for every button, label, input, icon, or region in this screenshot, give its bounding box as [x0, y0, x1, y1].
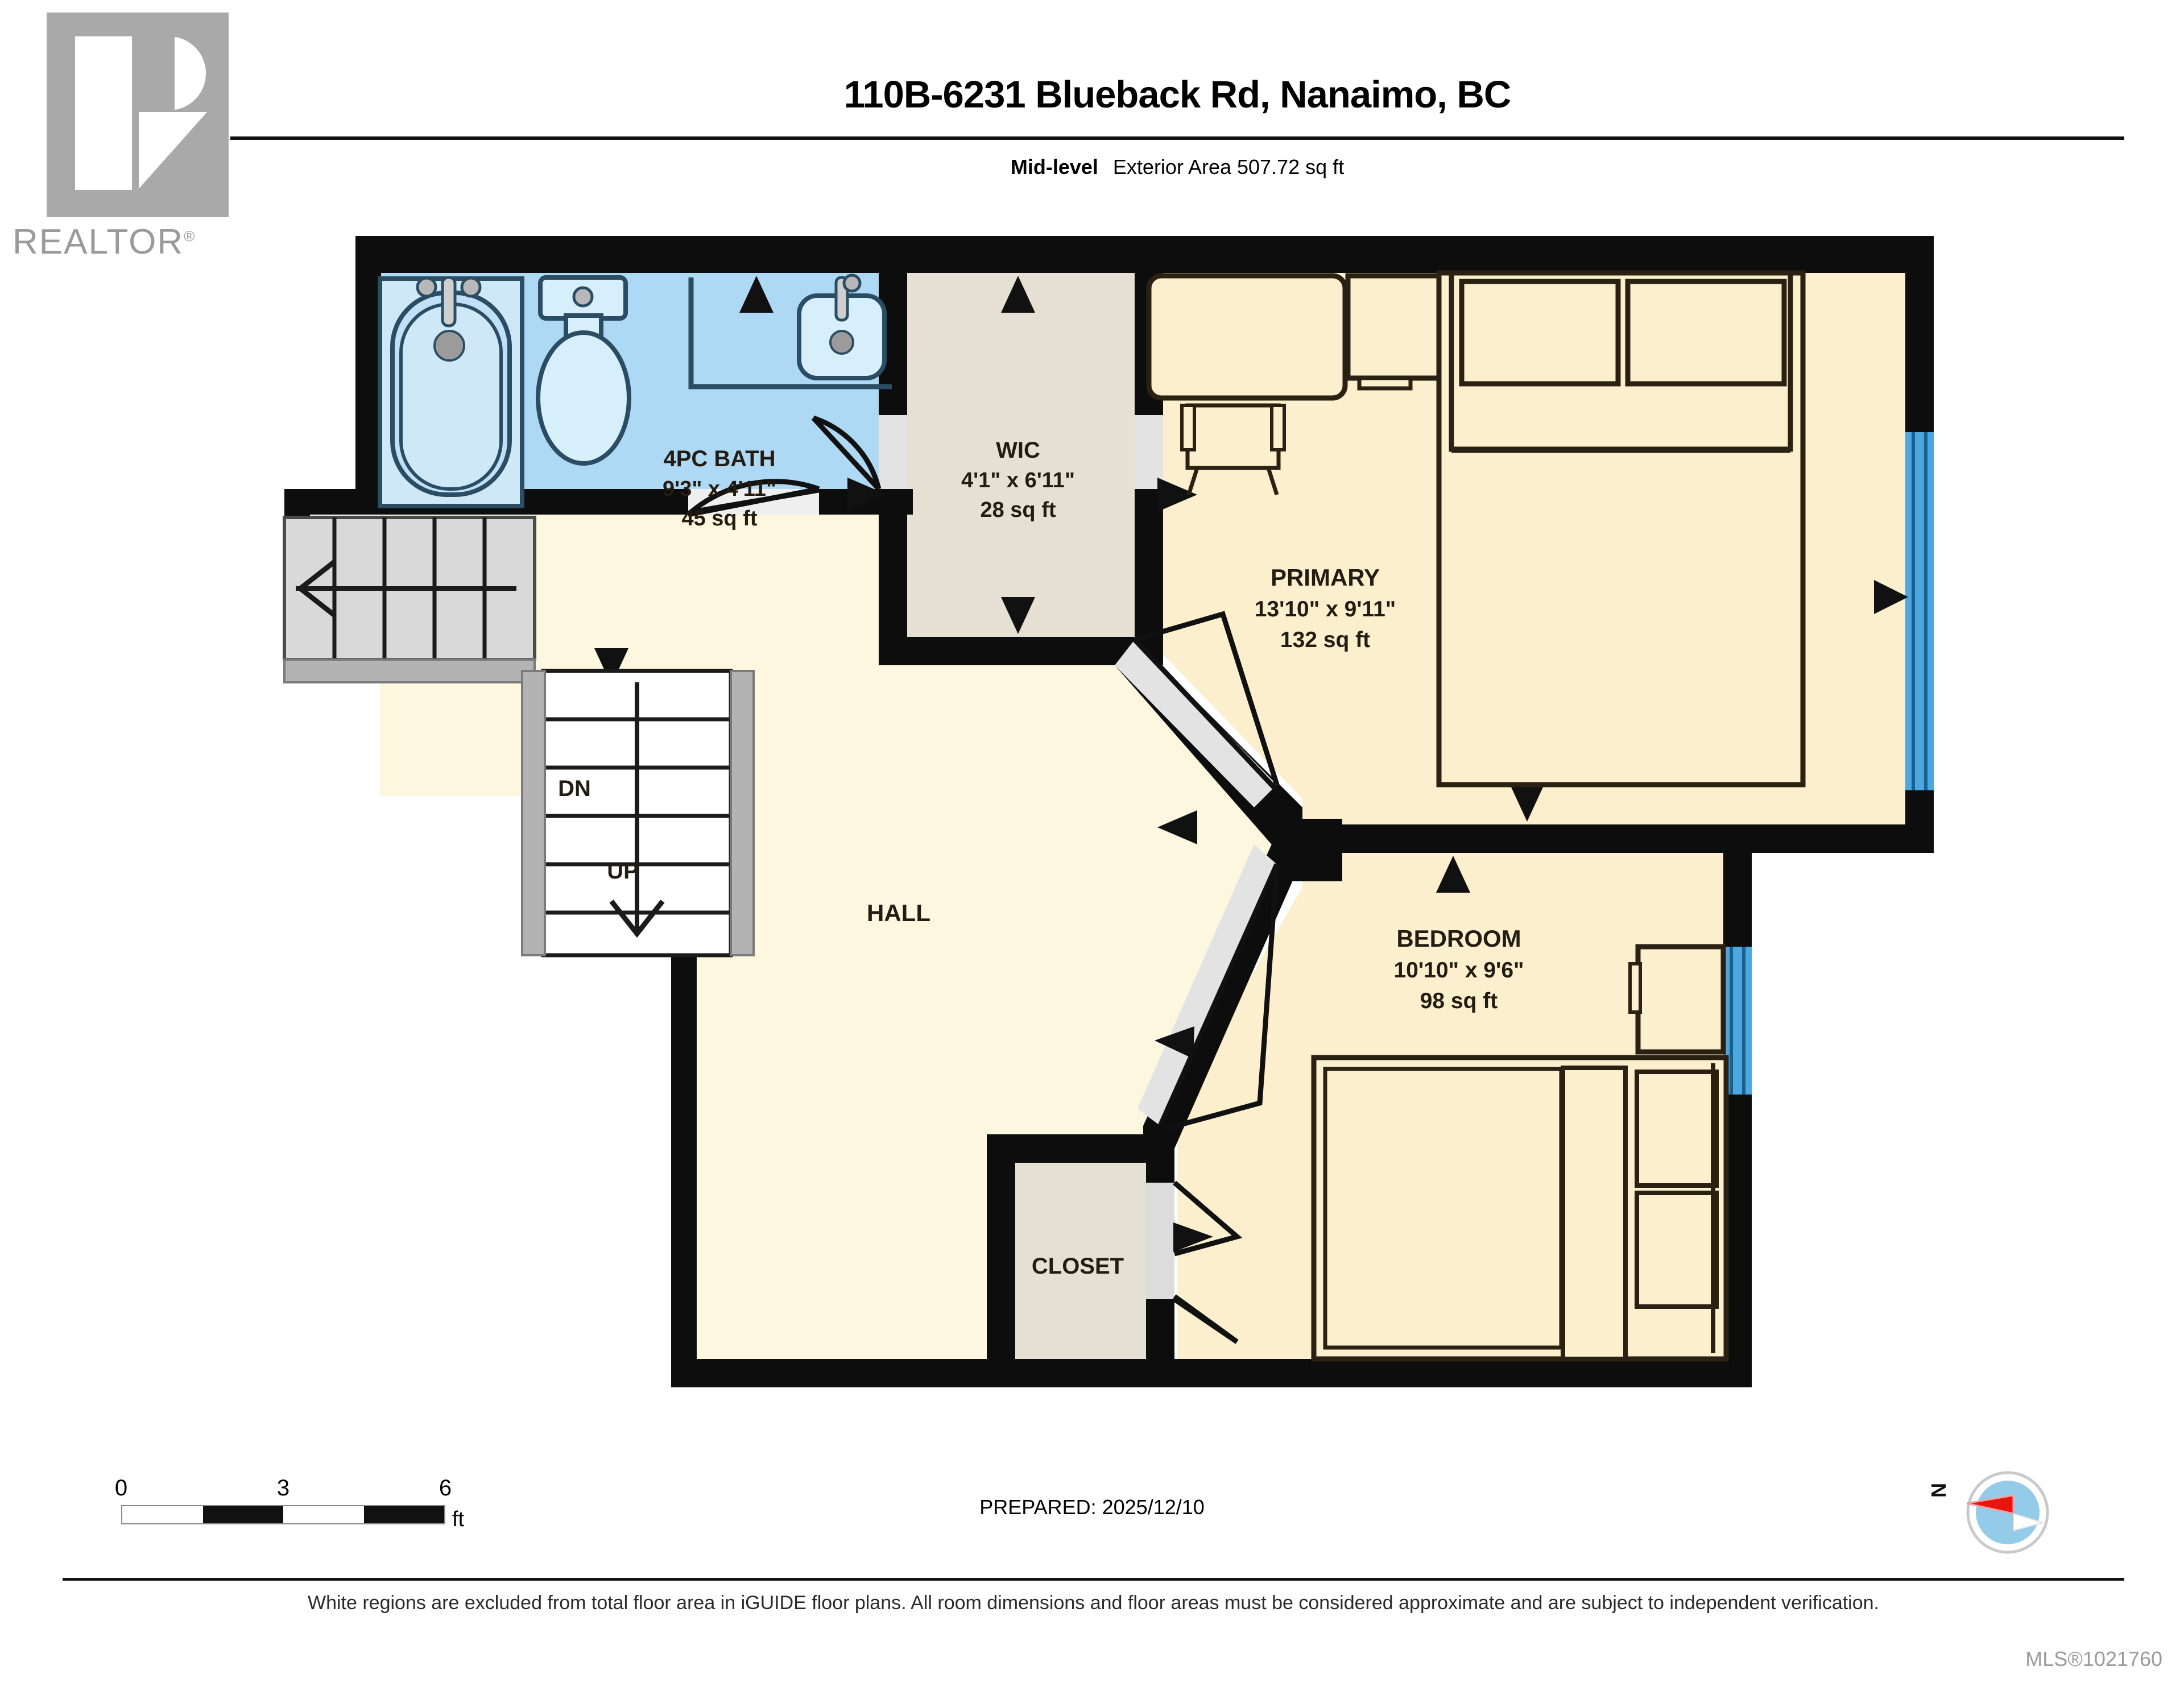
page-title: 110B-6231 Blueback Rd, Nanaimo, BC [843, 73, 1511, 116]
primary-area: 132 sq ft [1280, 628, 1370, 652]
wall-wic-west-lower [879, 489, 907, 660]
wall-primary-south [1302, 824, 1934, 853]
scale-seg-4 [363, 1506, 444, 1523]
scale-bar-group: 0 3 6 ft [111, 1475, 475, 1544]
primary-name: PRIMARY [1271, 564, 1380, 591]
disclaimer-text: White regions are excluded from total fl… [307, 1592, 1879, 1614]
stairs-up-label: UP [607, 859, 639, 884]
scale-ticks: 0 3 6 [111, 1475, 475, 1504]
wic-dims: 4'1" x 6'11" [961, 469, 1075, 492]
stairs-up [521, 669, 755, 958]
wall-junction-node [1274, 819, 1342, 881]
door-opening-wic-west [879, 415, 907, 489]
scale-bar [121, 1505, 445, 1524]
desk-chair-icon [1180, 403, 1286, 496]
room-label-primary: PRIMARY 13'10" x 9'11" 132 sq ft [1255, 564, 1396, 652]
bedroom-area: 98 sq ft [1420, 989, 1498, 1013]
wic-floor [904, 273, 1138, 643]
door-opening-bedroom [1138, 844, 1277, 1126]
nightstand-icon [1628, 944, 1726, 1055]
stairs-down [283, 516, 536, 683]
realtor-r-leg [139, 112, 207, 189]
desk-icon [1146, 273, 1453, 401]
door-opening-primary [1115, 640, 1277, 807]
wic-area: 28 sq ft [980, 498, 1056, 522]
scale-seg-1 [122, 1506, 203, 1523]
realtor-wordmark-text: REALTOR [13, 222, 184, 262]
bath-name: 4PC BATH [663, 446, 775, 471]
bedroom-name: BEDROOM [1396, 925, 1521, 952]
realtor-logo: REALTOR® [13, 13, 274, 280]
wall-west-bath [355, 236, 381, 515]
primary-bed-icon [1436, 270, 1806, 787]
bathtub-icon [378, 276, 524, 508]
wall-bedroom-east-upper [1723, 853, 1752, 947]
scale-seg-2 [202, 1506, 283, 1523]
compass-rose: N [1927, 1461, 2059, 1564]
floor-plan: 4PC BATH 9'3" x 4'11" 45 sq ft WIC 4'1" … [0, 216, 2184, 1444]
hall-name: HALL [867, 900, 930, 926]
bedroom-dims: 10'10" x 9'6" [1393, 958, 1524, 983]
footer-divider [63, 1578, 2124, 1581]
scale-tick-2: 6 [439, 1475, 452, 1501]
level-label: Mid-level [1010, 155, 1098, 179]
realtor-r-stem [75, 36, 132, 190]
exterior-area-label: Exterior Area 507.72 sq ft [1112, 155, 1345, 179]
closet-floor [1012, 1160, 1169, 1387]
primary-dims: 13'10" x 9'11" [1255, 597, 1396, 621]
registered-icon: ® [184, 227, 196, 245]
scale-unit: ft [452, 1507, 465, 1531]
room-label-bedroom: BEDROOM 10'10" x 9'6" 98 sq ft [1393, 925, 1524, 1013]
bedroom-bed-icon [1311, 1055, 1729, 1362]
wall-primary-east-upper [1905, 236, 1934, 432]
level-subtitle: Mid-level Exterior Area 507.72 sq ft [230, 155, 2124, 179]
wall-closet-west [987, 1134, 1015, 1362]
window-bedroom-east [1723, 947, 1752, 1095]
prepared-date: PREPARED: 2025/12/10 [979, 1495, 1205, 1519]
scale-seg-3 [283, 1506, 364, 1523]
compass-north-label: N [1927, 1483, 1950, 1498]
room-label-wic: WIC 4'1" x 6'11" 28 sq ft [961, 438, 1075, 522]
realtor-r-bowl-inner [143, 36, 175, 110]
wall-south-main [697, 1359, 1752, 1387]
scale-tick-1: 3 [276, 1475, 290, 1501]
closet-name: CLOSET [1032, 1254, 1124, 1279]
compass-svg [1966, 1471, 2049, 1554]
stairs-down-label: DN [558, 776, 591, 801]
wall-hall-west-lower [671, 927, 697, 1387]
title-divider [230, 136, 2124, 140]
door-opening-closet [1146, 1183, 1174, 1299]
wall-north-top [355, 236, 1934, 273]
sink-icon [688, 273, 892, 389]
window-primary-east [1905, 432, 1934, 790]
scale-tick-0: 0 [114, 1475, 128, 1501]
door-swings [686, 415, 1280, 1344]
wic-name: WIC [996, 438, 1040, 463]
door-opening-wic-east [1135, 415, 1163, 489]
room-label-bath: 4PC BATH 9'3" x 4'11" 45 sq ft [663, 446, 776, 530]
toilet-icon [536, 275, 631, 466]
bath-dims: 9'3" x 4'11" [663, 477, 776, 501]
bath-area: 45 sq ft [681, 507, 757, 530]
floor-plan-svg: 4PC BATH 9'3" x 4'11" 45 sq ft WIC 4'1" … [283, 236, 1934, 1387]
mls-number: MLS®1021760 [2025, 1647, 2162, 1671]
wall-wic-south [879, 637, 1163, 665]
wall-closet-north [987, 1134, 1172, 1163]
realtor-wordmark: REALTOR® [13, 222, 274, 262]
wall-closet-east-lower [1146, 1296, 1174, 1387]
